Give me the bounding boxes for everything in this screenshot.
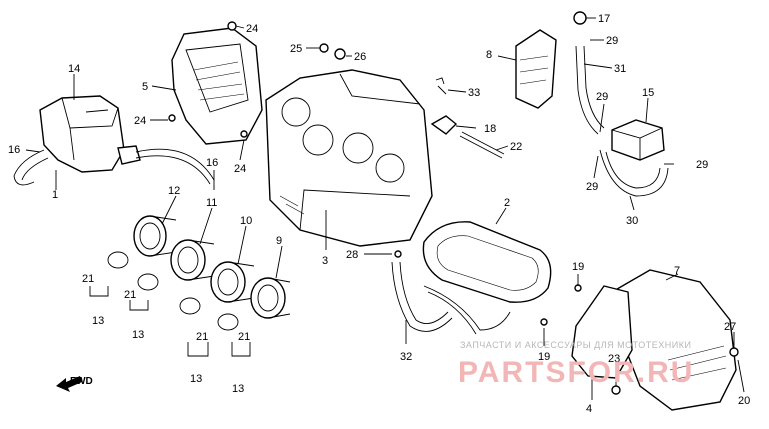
- part-fasteners: [168, 21, 739, 395]
- callout-21-d: 21: [238, 331, 250, 343]
- callout-5: 5: [142, 81, 148, 93]
- forward-arrow-icon: [56, 376, 82, 392]
- part-drain-hose: [391, 261, 453, 332]
- callout-12: 12: [168, 185, 180, 197]
- callout-33: 33: [468, 87, 480, 99]
- callout-22: 22: [510, 141, 522, 153]
- part-cap: [573, 11, 587, 25]
- part-resonator-hose: [135, 148, 215, 185]
- callout-19-bottom: 19: [538, 351, 550, 363]
- part-resonator-box: [39, 95, 141, 173]
- fwd-label: FWD: [70, 376, 93, 387]
- callout-18: 18: [484, 123, 496, 135]
- callout-27: 27: [724, 321, 736, 333]
- callout-19-top: 19: [572, 261, 584, 273]
- callout-31: 31: [614, 63, 626, 75]
- callout-28: 28: [346, 249, 358, 261]
- callout-2: 2: [504, 197, 510, 209]
- callout-16-mid: 16: [206, 157, 218, 169]
- callout-21-b: 21: [124, 289, 136, 301]
- callout-8: 8: [486, 49, 492, 61]
- part-breather-hose-left: [13, 149, 49, 186]
- part-intake-boot-11: [170, 239, 215, 281]
- callout-20: 20: [738, 395, 750, 407]
- part-breather-hose: [575, 45, 605, 135]
- leader-lines: [25, 17, 745, 400]
- part-air-cleaner-case: [265, 69, 433, 247]
- callout-13-c: 13: [190, 373, 202, 385]
- callout-16-left: 16: [8, 144, 20, 156]
- part-inlet-duct: [515, 29, 557, 109]
- callout-24-top: 24: [246, 23, 258, 35]
- callout-29-top: 29: [606, 35, 618, 47]
- callout-7: 7: [674, 265, 680, 277]
- callout-32: 32: [400, 351, 412, 363]
- callout-11: 11: [206, 197, 217, 209]
- callout-29-mid: 29: [596, 91, 608, 103]
- part-intake-boot-9: [250, 277, 291, 319]
- callout-13-d: 13: [232, 383, 244, 395]
- part-intake-boot-12: [133, 215, 177, 257]
- callout-15: 15: [642, 87, 654, 99]
- callout-29-low: 29: [586, 181, 598, 193]
- part-filter-element: [422, 221, 552, 303]
- callout-25: 25: [290, 43, 302, 55]
- part-intake-boot-10: [210, 261, 255, 303]
- part-screw-33: [435, 77, 447, 95]
- callout-24-bottom: 24: [234, 163, 246, 175]
- part-bolt-22: [459, 131, 505, 159]
- part-filter-bracket: [423, 285, 511, 335]
- callout-4: 4: [586, 403, 592, 415]
- callout-10: 10: [240, 215, 252, 227]
- part-separator: [611, 119, 665, 161]
- fwd-marker: FWD: [56, 376, 93, 392]
- callout-21-a: 21: [82, 273, 94, 285]
- callout-13-a: 13: [92, 315, 104, 327]
- watermark-tagline: ЗАПЧАСТИ И АКСЕССУАРЫ ДЛЯ МОТОТЕХНИКИ: [460, 340, 691, 350]
- callout-14: 14: [68, 63, 80, 75]
- callout-23: 23: [608, 353, 620, 365]
- part-side-cover-4: [571, 285, 633, 379]
- callout-30: 30: [626, 215, 638, 227]
- part-cover-bracket: [171, 27, 263, 145]
- callout-24-left: 24: [134, 115, 146, 127]
- part-clip-18: [430, 115, 458, 135]
- watermark-logo: PARTSFOR.RU: [458, 356, 694, 389]
- callout-26: 26: [354, 51, 366, 63]
- callout-29-right: 29: [696, 159, 708, 171]
- callout-21-c: 21: [196, 331, 208, 343]
- callout-1: 1: [52, 189, 58, 201]
- callout-13-b: 13: [132, 329, 144, 341]
- callout-9: 9: [276, 235, 282, 247]
- part-separator-hose: [599, 149, 669, 197]
- callout-17: 17: [598, 13, 610, 25]
- part-clamps: [107, 251, 239, 331]
- callout-3: 3: [322, 255, 328, 267]
